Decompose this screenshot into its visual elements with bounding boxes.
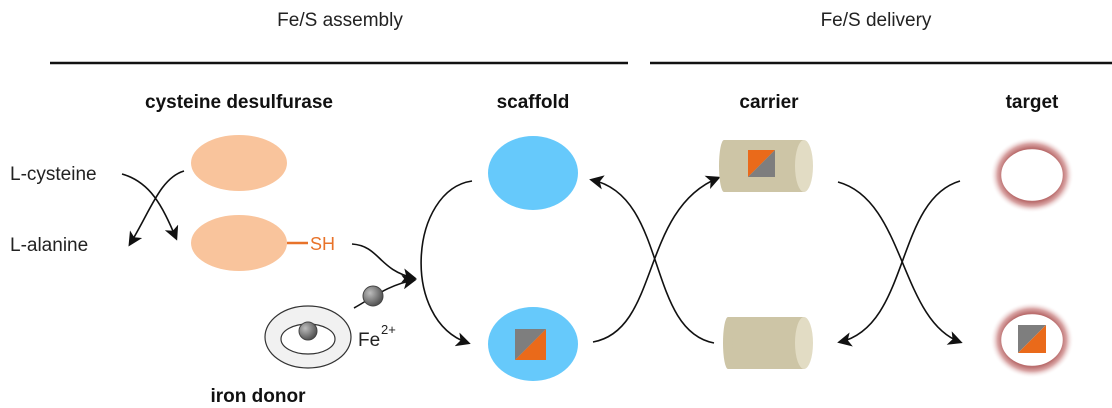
carrier-apo: [723, 317, 813, 369]
carrier-holo: [719, 140, 813, 192]
target-holo: [990, 302, 1074, 378]
arrow-cysteine-to-enzyme: [121, 173, 179, 241]
header-delivery: Fe/S delivery: [821, 10, 932, 31]
scaffold-assembly-arc: [420, 180, 473, 347]
label-cysteine-desulfurase: cysteine desulfurase: [145, 92, 333, 113]
target-apo: [990, 137, 1074, 213]
label-carrier: carrier: [739, 92, 799, 113]
label-iron-donor: iron donor: [211, 386, 307, 407]
scaffold-apo: [488, 136, 578, 210]
label-l-alanine: L-alanine: [10, 235, 88, 256]
arrow-sh-to-scaffold: [351, 243, 417, 283]
fe-charge: 2+: [381, 322, 396, 337]
arrow-target-to-carrier-apo: [837, 180, 961, 347]
iron-donor-fe-icon: [298, 321, 318, 341]
desulfurase-enzyme-top: [191, 135, 287, 191]
fe-ion-icon: [362, 285, 384, 307]
arrow-carrier-holo-to-target: [837, 181, 963, 345]
label-scaffold: scaffold: [497, 92, 570, 113]
label-target: target: [1006, 92, 1059, 113]
desulfurase-enzyme-bottom: [191, 215, 287, 271]
arrow-scaffold-holo-to-carrier: [592, 175, 721, 343]
sh-group-label: SH: [310, 234, 335, 254]
fe-s-cluster-icon: [515, 329, 546, 360]
arrow-carrier-to-scaffold-apo: [589, 175, 715, 344]
header-assembly: Fe/S assembly: [277, 10, 403, 31]
label-l-cysteine: L-cysteine: [10, 164, 97, 185]
fe-symbol: Fe: [358, 330, 380, 351]
arrow-enzyme-to-alanine: [128, 170, 185, 247]
